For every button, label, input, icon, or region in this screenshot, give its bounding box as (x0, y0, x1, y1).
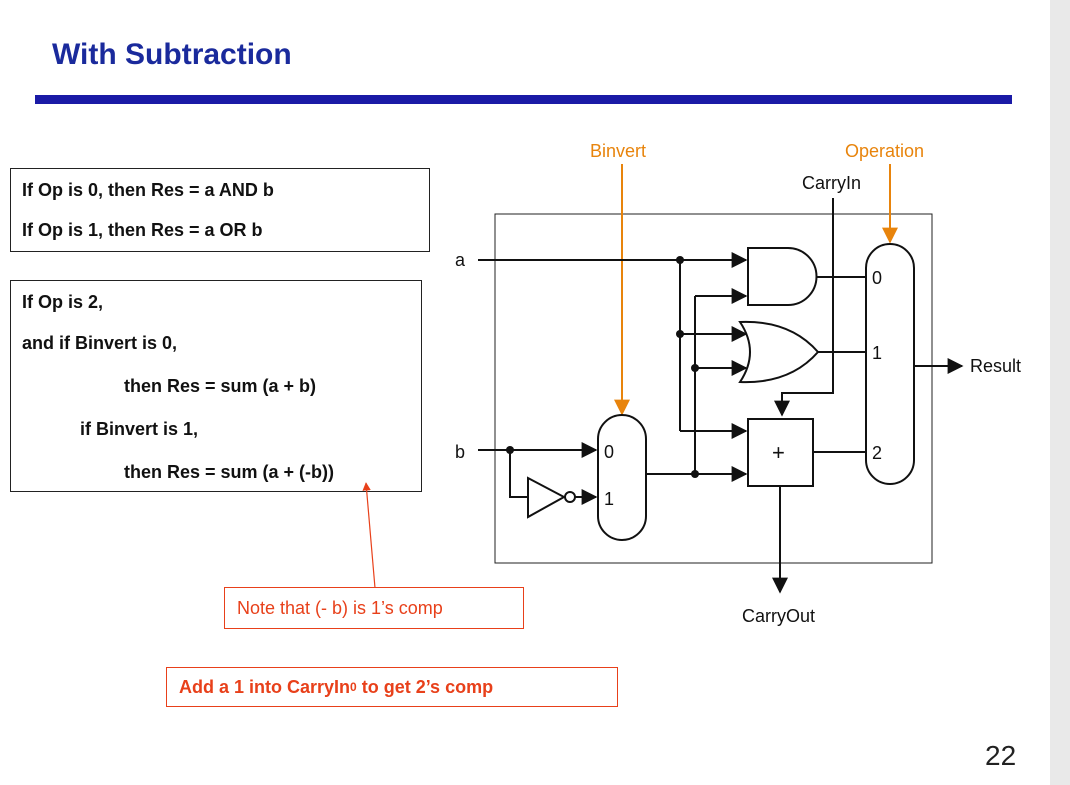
rule-op2: If Op is 2, (22, 292, 104, 312)
and-gate (747, 247, 818, 306)
junction-bp1 (691, 470, 699, 478)
or-gate (738, 320, 820, 384)
binvert-mux (597, 414, 647, 541)
rule-or: If Op is 1, then Res = a OR b (22, 220, 263, 240)
rule-sum-a-negb: then Res = sum (a + (-b)) (124, 462, 335, 482)
ones-comp-note-text: Note that (- b) is 1’s comp (237, 597, 443, 618)
carryout-label: CarryOut (742, 606, 815, 626)
ones-comp-note: Note that (- b) is 1’s comp (224, 587, 524, 629)
output-mux-in2: 2 (872, 443, 882, 463)
output-mux-in1: 1 (872, 343, 882, 363)
junction-a1 (676, 256, 684, 264)
result-label: Result (970, 356, 1021, 376)
title-rule (35, 95, 1012, 104)
rule-binvert1: if Binvert is 1, (80, 419, 199, 439)
rule-and: If Op is 0, then Res = a AND b (22, 180, 274, 200)
junction-a2 (676, 330, 684, 338)
carryin-wire (774, 198, 834, 417)
page-number: 22 (985, 740, 1017, 771)
binvert-label: Binvert (590, 141, 646, 161)
binvert-mux-in1: 1 (604, 489, 614, 509)
twos-comp-prefix: Add a 1 into CarryIn (179, 676, 351, 697)
output-mux-in0: 0 (872, 268, 882, 288)
inverter (527, 476, 567, 519)
wire-b-inverter (509, 450, 528, 498)
rule-sum-ab: then Res = sum (a + b) (124, 376, 317, 396)
slide-title: With Subtraction (52, 38, 292, 71)
binvert-mux-in0: 0 (604, 442, 614, 462)
operation-label: Operation (845, 141, 924, 161)
note-pointer (362, 482, 376, 589)
output-mux (865, 243, 915, 485)
input-b-label: b (455, 442, 465, 462)
junction-bp2 (691, 364, 699, 372)
inverter-bubble (564, 491, 576, 503)
twos-comp-suffix: to get 2’s comp (356, 676, 494, 697)
adder-symbol: + (772, 440, 785, 465)
sum-rules-box (10, 280, 422, 492)
carryin-label: CarryIn (802, 173, 861, 193)
input-a-label: a (455, 250, 466, 270)
twos-comp-subscript: 0 (350, 680, 357, 694)
adder (747, 418, 814, 487)
op-rules-box (10, 168, 430, 252)
alu-outline (494, 213, 933, 564)
rule-binvert0: and if Binvert is 0, (22, 333, 178, 353)
